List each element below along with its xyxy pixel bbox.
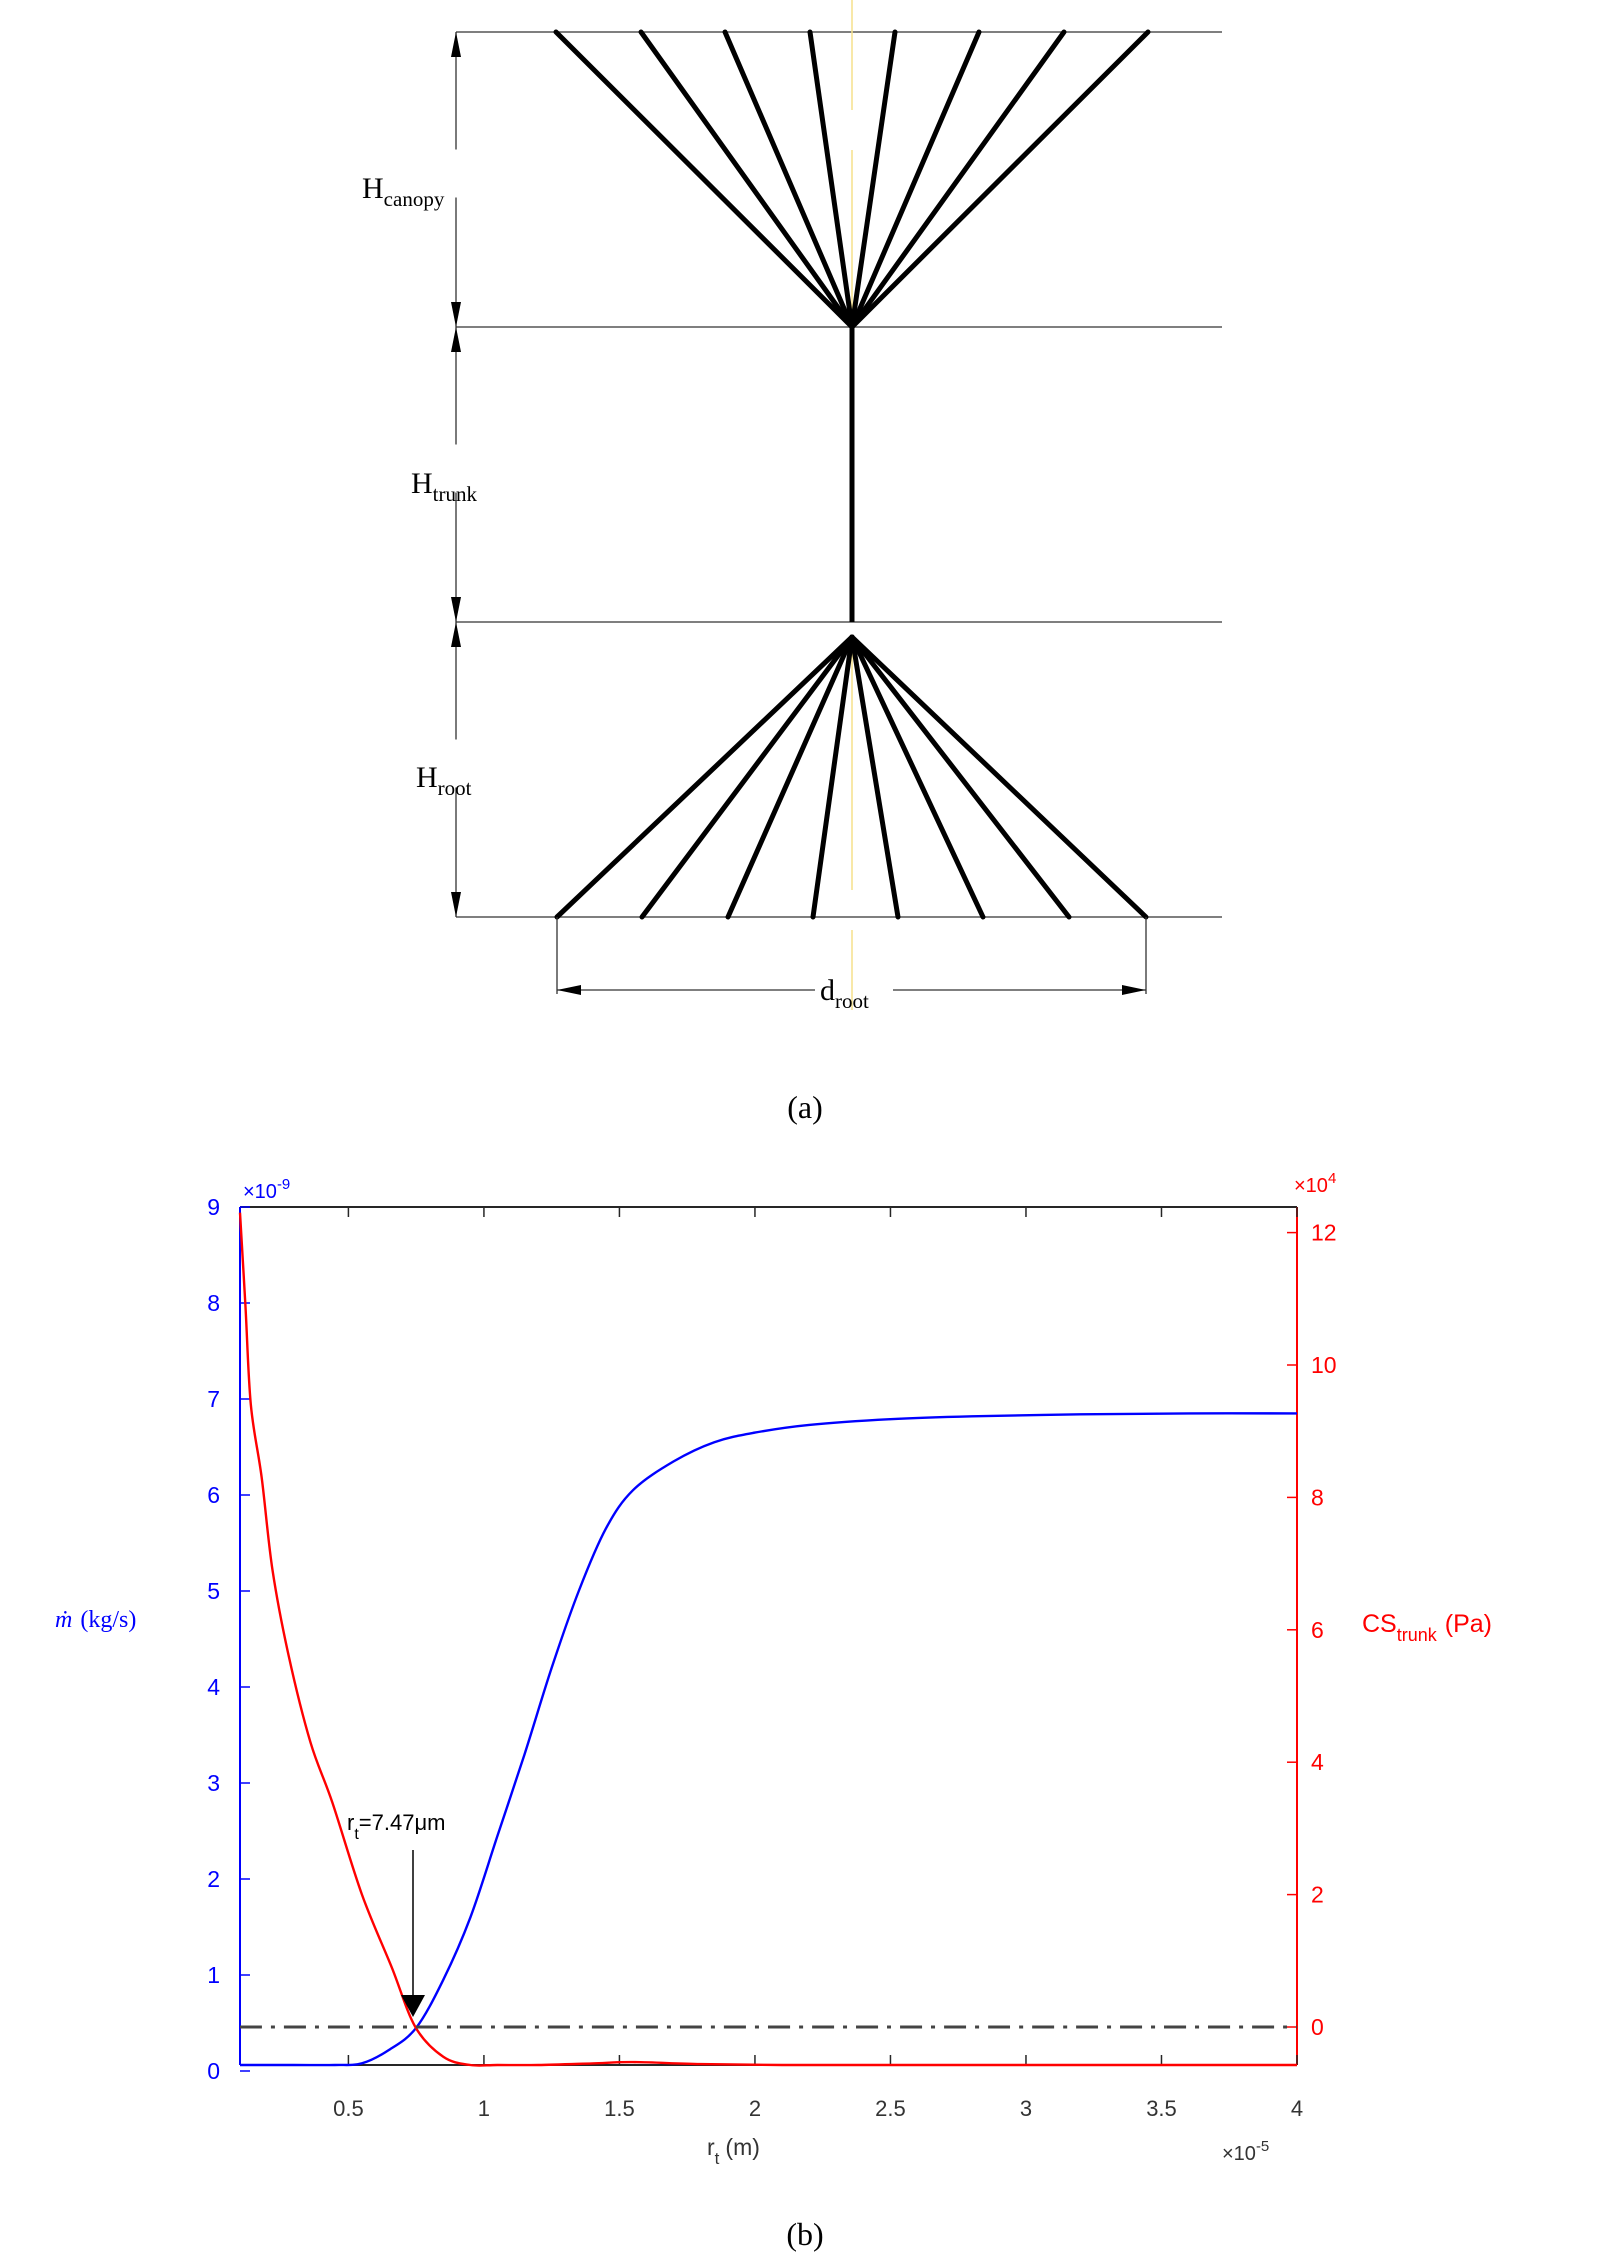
canopy-branch [553, 29, 855, 330]
x-tick-label: 1 [478, 2096, 490, 2121]
label-d-root: droot [820, 974, 869, 1013]
plot-area [239, 1206, 1298, 2066]
x-tick-label: 0.5 [333, 2096, 364, 2121]
root-branch [849, 634, 1072, 920]
x-tick-label: 2 [749, 2096, 761, 2121]
root-branch [725, 634, 855, 920]
root-branch [554, 634, 855, 920]
left-tick-label: 7 [207, 1386, 220, 1412]
left-tick-label: 1 [207, 1962, 220, 1988]
canopy-branch [807, 29, 855, 330]
cs-trunk-series [238, 1212, 1297, 2067]
label-h-trunk: Htrunk [411, 467, 477, 506]
x-axis-label: rt(m) [707, 2134, 760, 2168]
label-h-canopy: Hcanopy [362, 172, 445, 211]
left-tick-label: 5 [207, 1578, 220, 1604]
left-tick-label: 4 [207, 1674, 220, 1700]
left-axis-exponent: ×10-9 [243, 1176, 290, 1203]
left-tick-label: 2 [207, 1866, 220, 1892]
left-tick-label: 9 [207, 1194, 220, 1220]
left-tick-label: 8 [207, 1290, 220, 1316]
root-branch [849, 634, 901, 920]
caption-a: (a) [787, 1089, 823, 1125]
right-axis-label: CStrunk(Pa) [1362, 1610, 1492, 1645]
left-axis-ticks: 0 1 2 3 4 5 6 7 8 9 [207, 1194, 250, 2084]
tree-schematic: Hcanopy Htrunk Hroot droot (a) [362, 0, 1222, 1125]
level-guide-lines [456, 31, 1222, 918]
left-tick-label: 6 [207, 1482, 220, 1508]
root-branch [849, 634, 1149, 920]
label-h-root: Hroot [416, 761, 472, 800]
x-axis-exponent: ×10-5 [1222, 2138, 1269, 2165]
root-branch [810, 634, 855, 920]
series-layer [238, 1212, 1298, 2067]
threshold-annotation: rt=7.47μm [347, 1810, 445, 1843]
branches [553, 29, 1151, 920]
left-axis-label: ṁ(kg/s) [55, 1607, 136, 1633]
x-tick-label: 3 [1020, 2096, 1032, 2121]
x-tick-label: 1.5 [604, 2096, 635, 2121]
right-axis-ticks: 0 2 4 6 8 10 12 [1287, 1220, 1337, 2040]
canopy-branch [849, 29, 1151, 330]
x-tick-label: 2.5 [875, 2096, 906, 2121]
right-tick-label: 6 [1311, 1617, 1324, 1643]
canopy-branch [849, 29, 982, 330]
right-axis-exponent: ×104 [1294, 1170, 1336, 1197]
dimension-arrows [451, 32, 1147, 995]
canopy-branch [722, 29, 855, 330]
caption-b: (b) [786, 2216, 823, 2252]
x-tick-label: 3.5 [1146, 2096, 1177, 2121]
right-tick-label: 2 [1311, 1882, 1324, 1908]
left-tick-label: 3 [207, 1770, 220, 1796]
root-branch [639, 634, 855, 920]
canopy-branch [638, 29, 855, 330]
right-tick-label: 0 [1311, 2014, 1324, 2040]
canopy-branch [849, 29, 898, 330]
x-tick-label: 4 [1291, 2096, 1303, 2121]
mass-flow-series [239, 1412, 1298, 2067]
right-tick-label: 12 [1311, 1220, 1337, 1246]
root-branch [849, 634, 986, 920]
x-axis-ticks: 0.5 1 1.5 2 2.5 3 3.5 4 [333, 1207, 1303, 2121]
canopy-branch [849, 29, 1067, 330]
right-tick-label: 10 [1311, 1352, 1337, 1378]
annotation-arrow-icon [401, 1850, 425, 2017]
left-tick-label: 0 [207, 2058, 220, 2084]
right-tick-label: 8 [1311, 1484, 1324, 1510]
right-tick-label: 4 [1311, 1749, 1324, 1775]
